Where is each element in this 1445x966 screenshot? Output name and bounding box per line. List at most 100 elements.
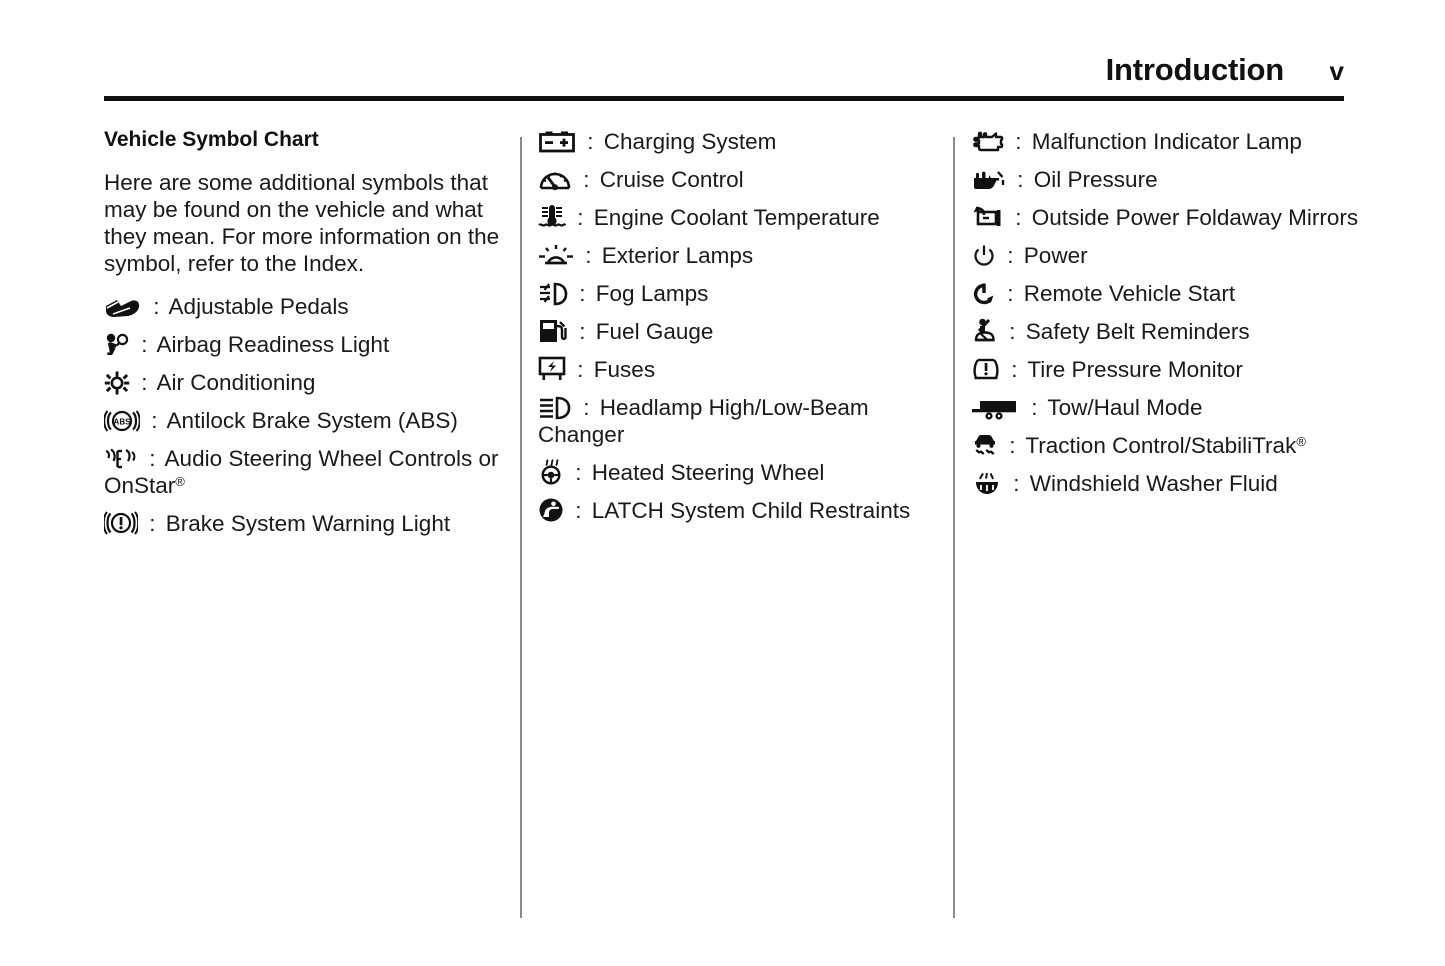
symbol-label: Tow/Haul Mode: [1047, 395, 1203, 420]
separator: :: [579, 281, 586, 306]
engine-coolant-temperature-icon: [538, 204, 566, 230]
separator: :: [149, 446, 156, 472]
page-number: v: [1329, 56, 1344, 86]
latch-child-restraint-icon: [538, 497, 564, 523]
list-item: : Outside Power Foldaway Mirrors: [972, 204, 1372, 231]
list-item: : Power: [972, 242, 1372, 269]
list-item: : Remote Vehicle Start: [972, 280, 1372, 307]
tire-pressure-monitor-icon: [972, 358, 1000, 382]
separator: :: [1013, 471, 1020, 496]
registered-trademark-mark: ®: [1296, 434, 1306, 449]
symbol-label: Malfunction Indicator Lamp: [1031, 129, 1302, 154]
separator: :: [1015, 205, 1022, 230]
symbol-label: Cruise Control: [599, 167, 744, 192]
brake-system-warning-icon: [104, 510, 138, 536]
separator: :: [1007, 243, 1014, 268]
content-columns: Vehicle Symbol Chart Here are some addit…: [0, 128, 1445, 918]
symbol-label: Traction Control/StabiliTrak: [1025, 433, 1297, 458]
page-title: Introduction: [1105, 52, 1285, 87]
separator: :: [1011, 357, 1018, 382]
separator: :: [149, 511, 156, 537]
fuel-gauge-icon: [538, 318, 568, 344]
list-item: : Heated Steering Wheel: [538, 459, 938, 486]
symbol-label: Power: [1023, 243, 1088, 268]
separator: :: [583, 395, 590, 420]
symbol-label: Fuel Gauge: [595, 319, 714, 344]
symbol-label: Adjustable Pedals: [168, 294, 349, 320]
symbol-label: Audio Steering Wheel Controls or OnStar: [104, 446, 499, 499]
symbol-label: LATCH System Child Restraints: [591, 498, 911, 523]
separator: :: [1015, 129, 1022, 154]
separator: :: [1017, 167, 1024, 192]
column-3: : Malfunction Indicator Lamp : Oil Press…: [972, 128, 1372, 508]
section-heading: Vehicle Symbol Chart: [104, 128, 319, 151]
symbol-label: Headlamp High/Low-Beam Changer: [538, 395, 869, 447]
list-item: : Air Conditioning: [104, 369, 504, 396]
separator: :: [141, 332, 148, 358]
symbol-label: Brake System Warning Light: [165, 511, 451, 537]
list-item: : Brake System Warning Light: [104, 510, 504, 537]
charging-system-icon: [538, 130, 576, 154]
separator: :: [1031, 395, 1038, 420]
airbag-readiness-icon: [104, 333, 130, 357]
separator: :: [583, 167, 590, 192]
symbol-list-1: : Adjustable Pedals : Airbag Readiness L…: [104, 293, 504, 537]
tow-haul-mode-icon: [972, 398, 1020, 420]
column-divider-2: [953, 137, 955, 918]
list-item: ABS : Antilock Brake System (ABS): [104, 407, 504, 434]
column-2: : Charging System: [538, 128, 938, 535]
adjustable-pedals-icon: [104, 297, 142, 319]
column-divider-1: [520, 137, 522, 918]
separator: :: [1007, 281, 1014, 306]
separator: :: [587, 129, 594, 154]
separator: :: [585, 243, 592, 268]
separator: :: [153, 294, 160, 320]
symbol-list-3: : Malfunction Indicator Lamp : Oil Press…: [972, 128, 1372, 497]
symbol-label: Safety Belt Reminders: [1025, 319, 1250, 344]
list-item: : Charging System: [538, 128, 938, 155]
symbol-label: Fuses: [593, 357, 656, 382]
fuses-icon: [538, 356, 566, 382]
list-item: : Traction Control/StabiliTrak®: [972, 432, 1372, 459]
separator: :: [151, 408, 158, 434]
safety-belt-reminders-icon: [972, 318, 998, 344]
list-item: : Fuel Gauge: [538, 318, 938, 345]
svg-text:ABS: ABS: [114, 418, 132, 427]
list-item: : Tire Pressure Monitor: [972, 356, 1372, 383]
symbol-label: Airbag Readiness Light: [156, 332, 390, 358]
symbol-label: Engine Coolant Temperature: [593, 205, 880, 230]
symbol-label: Air Conditioning: [156, 370, 316, 396]
cruise-control-icon: [538, 168, 572, 192]
windshield-washer-fluid-icon: [972, 472, 1002, 496]
list-item: : Adjustable Pedals: [104, 293, 504, 320]
separator: :: [579, 319, 586, 344]
list-item: : Safety Belt Reminders: [972, 318, 1372, 345]
list-item: : Fog Lamps: [538, 280, 938, 307]
air-conditioning-icon: [104, 371, 130, 395]
intro-paragraph: Here are some additional symbols that ma…: [104, 170, 500, 277]
symbol-label: Oil Pressure: [1033, 167, 1158, 192]
page-header: Introduction v: [104, 52, 1344, 104]
symbol-label: Charging System: [603, 129, 777, 154]
outside-power-foldaway-mirrors-icon: [972, 206, 1004, 230]
malfunction-indicator-lamp-icon: [972, 130, 1004, 154]
symbol-label: Heated Steering Wheel: [591, 460, 825, 485]
heated-steering-wheel-icon: [538, 459, 564, 485]
list-item: : Engine Coolant Temperature: [538, 204, 938, 231]
separator: :: [141, 370, 148, 396]
separator: :: [575, 460, 582, 485]
remote-vehicle-start-icon: [972, 282, 996, 306]
power-icon: [972, 244, 996, 268]
symbol-label: Tire Pressure Monitor: [1027, 357, 1243, 382]
symbol-label: Antilock Brake System (ABS): [166, 408, 458, 434]
separator: :: [577, 357, 584, 382]
symbol-label: Remote Vehicle Start: [1023, 281, 1236, 306]
list-item: : Cruise Control: [538, 166, 938, 193]
separator: :: [1009, 319, 1016, 344]
separator: :: [577, 205, 584, 230]
list-item: : Airbag Readiness Light: [104, 331, 504, 358]
list-item: : Audio Steering Wheel Controls or OnSta…: [104, 445, 504, 499]
list-item: : Windshield Washer Fluid: [972, 470, 1372, 497]
symbol-label: Windshield Washer Fluid: [1029, 471, 1278, 496]
symbol-label: Fog Lamps: [595, 281, 709, 306]
